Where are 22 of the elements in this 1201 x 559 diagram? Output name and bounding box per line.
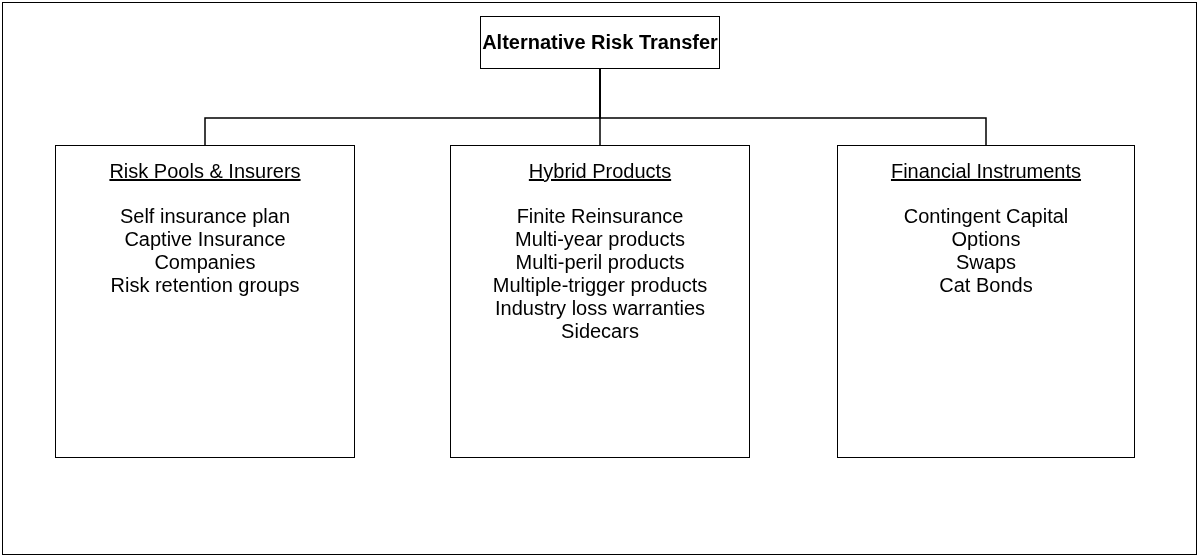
item-text: Multi-peril products	[515, 251, 685, 274]
item-text: Sidecars	[561, 320, 639, 343]
category-box	[450, 145, 750, 458]
item-text: Industry loss warranties	[494, 297, 706, 320]
category-heading: Risk Pools & Insurers	[109, 160, 301, 183]
item-text: Self insurance plan	[119, 205, 291, 228]
item-text: Swaps	[956, 251, 1016, 274]
connector-line	[599, 68, 987, 146]
item-text: Finite Reinsurance	[516, 205, 684, 228]
category-box	[837, 145, 1135, 458]
item-text: Cat Bonds	[939, 274, 1033, 297]
item-text: Multiple-trigger products	[492, 274, 708, 297]
item-text: Risk retention groups	[110, 274, 300, 297]
item-text: Multi-year products	[514, 228, 686, 251]
category-heading: Hybrid Products	[528, 160, 672, 183]
item-text: Captive Insurance Companies	[123, 228, 287, 274]
title-box	[480, 16, 720, 69]
item-text: Contingent Capital	[903, 205, 1069, 228]
item-text: Options	[951, 228, 1021, 251]
title-text: Alternative Risk Transfer	[482, 31, 718, 54]
category-box	[55, 145, 355, 458]
category-heading: Financial Instruments	[890, 160, 1082, 183]
